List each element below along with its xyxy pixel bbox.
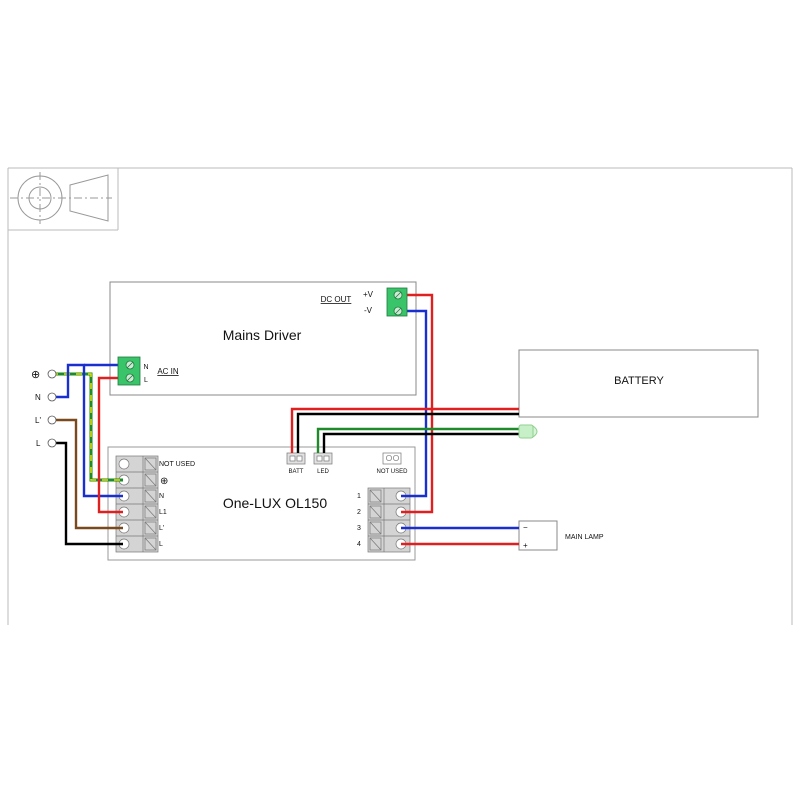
module-earth-label: ⊕ — [160, 476, 168, 487]
wire-driver-l — [97, 376, 123, 514]
not-used-connector — [382, 452, 402, 465]
lamp-plus-label: + — [523, 541, 528, 550]
not-used-right-label: NOT USED — [377, 469, 409, 475]
wire-led-black — [322, 432, 520, 453]
mains-driver-box — [109, 281, 417, 396]
supply-earth-label: ⊕ — [31, 369, 40, 381]
term-l-label: L — [159, 541, 163, 548]
wire-dc-minus — [398, 309, 428, 498]
led-label: LED — [317, 469, 329, 475]
drawing-frame — [7, 167, 793, 625]
batt-label: BATT — [289, 469, 304, 475]
wire-batt-red — [290, 407, 519, 453]
dc-out-label: DC OUT — [321, 295, 352, 304]
out-3-label: 3 — [357, 525, 361, 532]
supply-n-label: N — [35, 393, 41, 402]
right-terminal-block — [367, 487, 411, 553]
out-2-label: 2 — [357, 509, 361, 516]
wire-led-green — [316, 427, 520, 453]
wire-dc-plus — [398, 293, 434, 514]
wire-supply-l — [52, 441, 123, 546]
supply-terminals — [47, 369, 57, 448]
term-l-switched-label: L' — [159, 525, 164, 532]
dc-out-terminal — [386, 287, 408, 317]
wire-supply-l-switched — [52, 418, 123, 530]
batt-connector — [286, 452, 306, 465]
battery-box — [518, 349, 759, 418]
one-lux-module-box — [107, 446, 416, 561]
wire-earth-yellow — [52, 373, 123, 481]
led-indicator-icon — [518, 424, 538, 439]
out-1-label: 1 — [357, 493, 361, 500]
out-4-label: 4 — [357, 541, 361, 548]
ac-in-l-label: L — [144, 377, 148, 384]
left-terminal-block — [115, 455, 159, 553]
wire-batt-black — [296, 412, 519, 453]
ac-in-terminal — [117, 356, 141, 386]
module-title: One-LUX OL150 — [223, 495, 327, 511]
wires — [52, 293, 520, 546]
wire-supply-n — [52, 363, 123, 498]
term-l1-label: L1 — [159, 509, 167, 516]
plus-v-label: +V — [363, 290, 374, 299]
term-n-label: N — [159, 493, 164, 500]
battery-label: BATTERY — [614, 375, 664, 387]
main-lamp-label: MAIN LAMP — [565, 534, 604, 541]
supply-l-label: L — [36, 439, 41, 448]
mains-driver-title: Mains Driver — [223, 327, 302, 343]
minus-v-label: -V — [364, 306, 373, 315]
projection-symbol-icon — [10, 172, 112, 224]
not-used-left-label: NOT USED — [159, 461, 195, 468]
ac-in-label: AC IN — [157, 367, 179, 376]
led-connector — [313, 452, 333, 465]
supply-l-switched-label: L' — [35, 416, 41, 425]
main-lamp-box — [518, 520, 558, 551]
ac-in-n-label: N — [143, 364, 148, 371]
lamp-minus-label: − — [523, 523, 528, 532]
